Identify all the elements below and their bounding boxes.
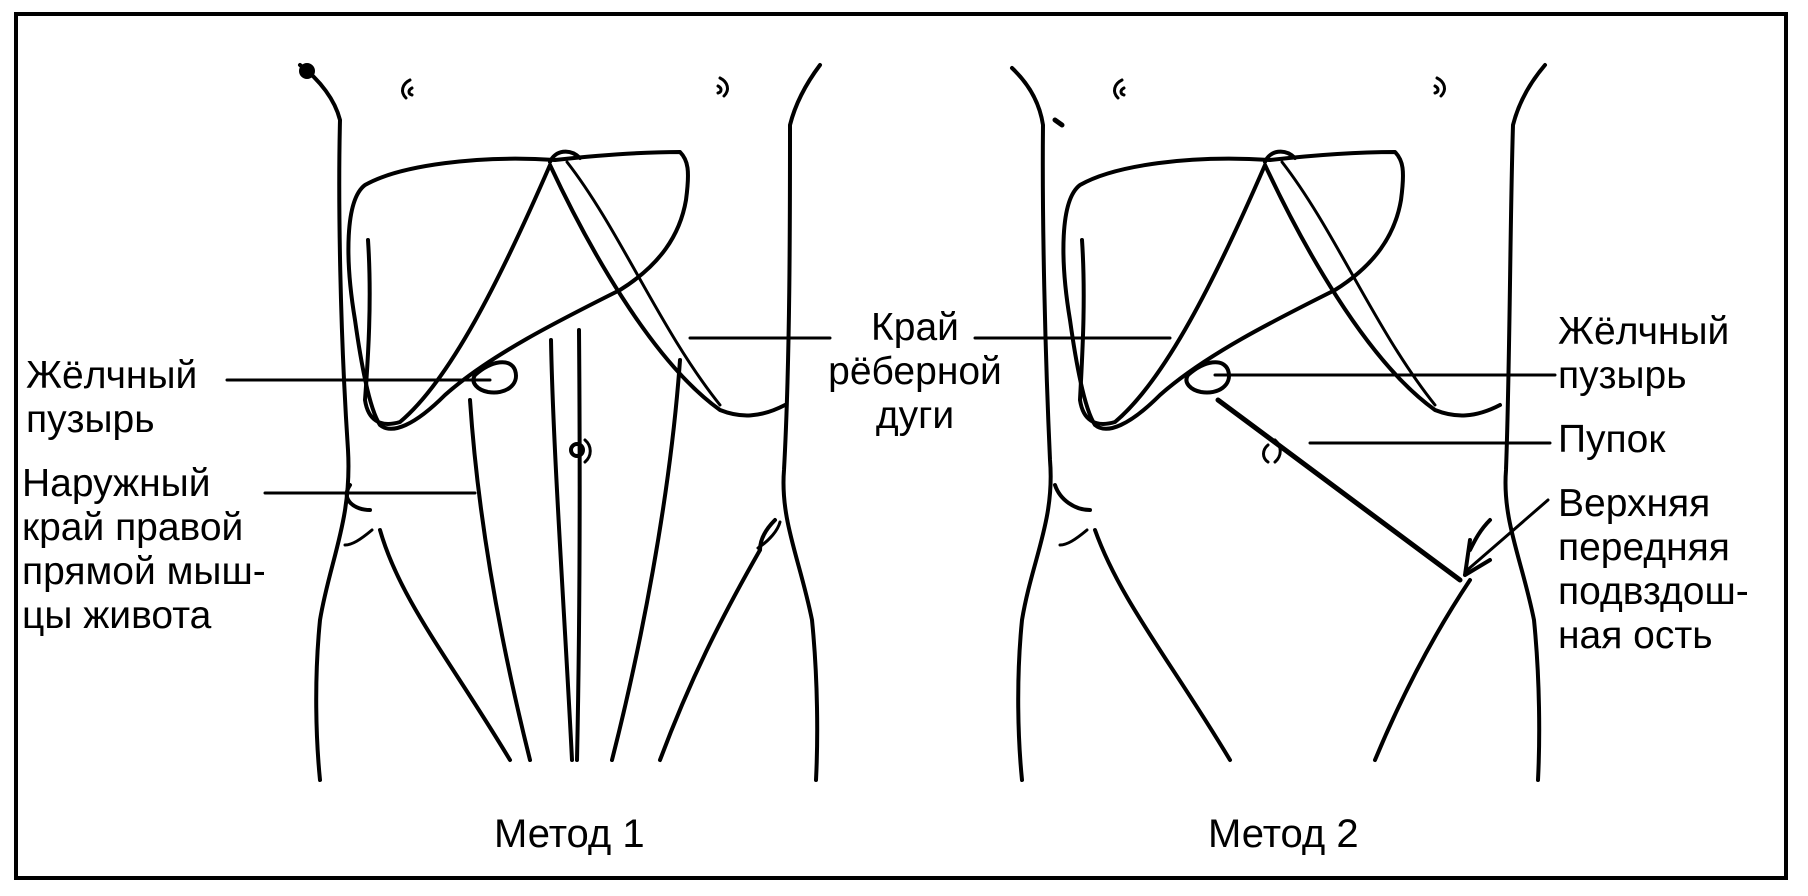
label-rectus-line-1: Наружный bbox=[22, 462, 211, 505]
nipple-left bbox=[716, 76, 729, 98]
body-outline-left bbox=[298, 63, 351, 782]
label-umbilicus-2: Пупок bbox=[1558, 418, 1666, 461]
liver-2 bbox=[1061, 150, 1405, 431]
label-rectus-line-3: прямой мыш- bbox=[22, 550, 266, 593]
umbilicus-1-mark bbox=[583, 438, 592, 464]
iliac-tick-right bbox=[343, 528, 374, 547]
body-outline-right-2 bbox=[1503, 63, 1547, 782]
iliac-spine-mark bbox=[1463, 538, 1492, 577]
label-rectus-line-4: цы живота bbox=[22, 594, 212, 637]
shoulder-tick-2 bbox=[1052, 117, 1065, 128]
nipple-left-2 bbox=[1433, 76, 1446, 98]
label-gallbladder-2: Жёлчный пузырь bbox=[1558, 310, 1729, 398]
label-iliac-line-4: ная ость bbox=[1558, 614, 1713, 657]
iliac-tick-right-2 bbox=[1058, 528, 1089, 547]
hip-line-right bbox=[344, 483, 512, 762]
body-outline-right bbox=[781, 63, 822, 782]
label-costal-line-1: Край bbox=[871, 306, 959, 349]
label-gallbladder-2-line-1: Жёлчный bbox=[1558, 310, 1730, 353]
label-gallbladder-1: Жёлчный пузырь bbox=[26, 354, 197, 442]
leader-iliac-2 bbox=[1463, 498, 1550, 574]
body-outline-left-2 bbox=[1010, 66, 1053, 782]
gallbladder bbox=[471, 360, 518, 395]
liver-notch bbox=[548, 149, 582, 164]
midline-1 bbox=[549, 338, 574, 762]
iliac-tick-left bbox=[756, 520, 782, 550]
label-iliac-spine-2: Верхняя передняя подвздош- ная ость bbox=[1558, 482, 1749, 658]
shoulder-mark bbox=[299, 63, 315, 79]
rectus-edge-right bbox=[468, 398, 532, 762]
label-iliac-line-1: Верхняя bbox=[1558, 482, 1711, 525]
hip-line-right-2 bbox=[1053, 483, 1232, 762]
midline-1b bbox=[575, 328, 582, 762]
costal-margin-inner-2 bbox=[1280, 160, 1437, 407]
label-iliac-line-2: передняя bbox=[1558, 526, 1730, 569]
label-gallbladder-1-line-1: Жёлчный bbox=[26, 354, 198, 397]
torso-method-2 bbox=[1010, 63, 1557, 782]
nipple-right-2 bbox=[1113, 78, 1126, 100]
caption-method-2: Метод 2 bbox=[1208, 812, 1359, 856]
rectus-edge-left bbox=[610, 358, 682, 762]
gallbladder-2 bbox=[1184, 360, 1231, 395]
liver bbox=[346, 150, 690, 431]
hip-line-left-2 bbox=[1373, 518, 1492, 762]
figure-frame bbox=[14, 12, 1788, 880]
label-costal-line-2: рёберной bbox=[828, 350, 1002, 393]
nipple-right bbox=[401, 78, 414, 100]
label-iliac-line-3: подвздош- bbox=[1558, 570, 1749, 613]
costal-margin bbox=[363, 163, 787, 426]
label-rectus-edge-1: Наружный край правой прямой мыш- цы живо… bbox=[22, 462, 266, 638]
label-rectus-line-2: край правой bbox=[22, 506, 244, 549]
label-costal-line-3: дуги bbox=[875, 394, 955, 437]
liver-notch-2 bbox=[1263, 149, 1297, 164]
label-gallbladder-2-line-2: пузырь bbox=[1558, 354, 1687, 397]
costal-margin-inner bbox=[565, 160, 722, 407]
label-costal-margin: Край рёберной дуги bbox=[800, 306, 1030, 438]
method2-line bbox=[1215, 397, 1463, 583]
torso-method-1 bbox=[225, 63, 822, 782]
umbilicus-1 bbox=[569, 442, 585, 458]
costal-margin-2 bbox=[1078, 163, 1502, 426]
hip-line-left bbox=[658, 518, 777, 762]
caption-method-1: Метод 1 bbox=[494, 812, 645, 856]
label-gallbladder-1-line-2: пузырь bbox=[26, 398, 155, 441]
